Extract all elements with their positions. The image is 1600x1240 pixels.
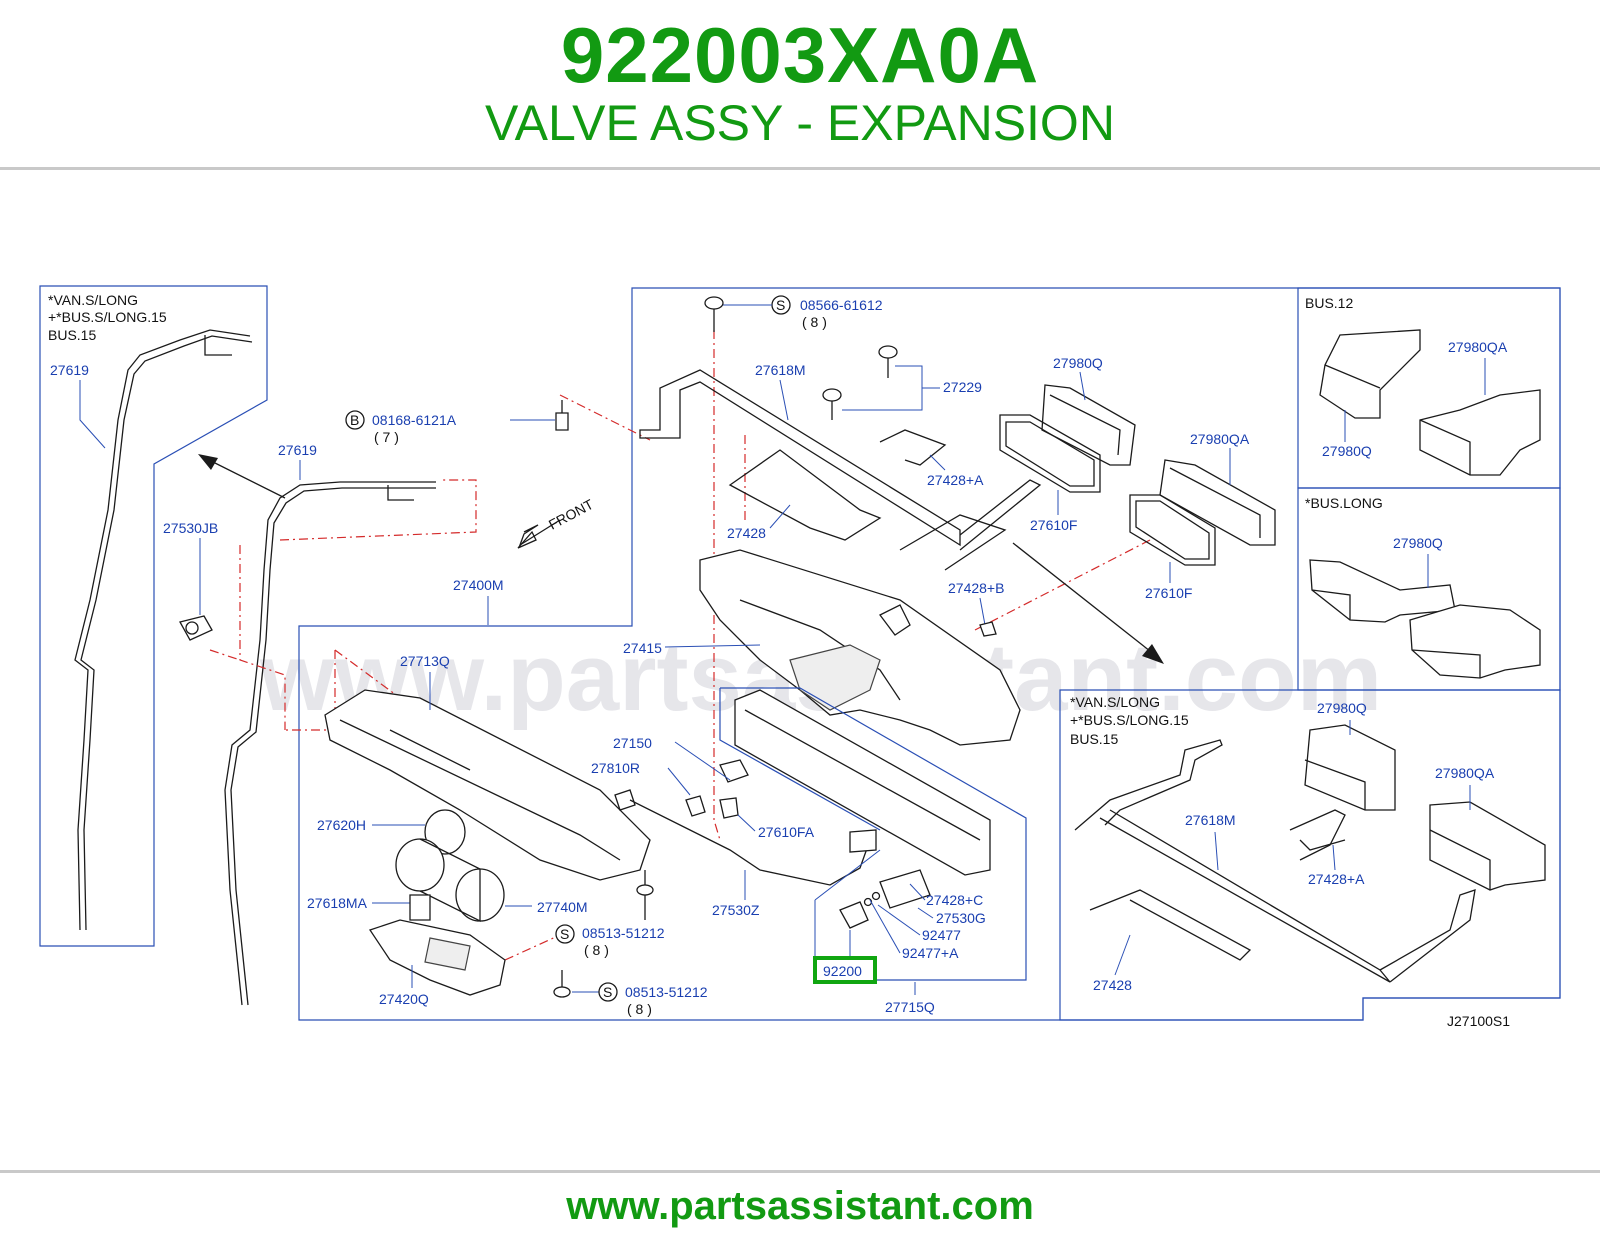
- footer-divider: [0, 1170, 1600, 1173]
- s-symbol-mid: S: [560, 926, 569, 942]
- left-note-line2: +*BUS.S/LONG.15: [48, 309, 167, 325]
- qty-08513-51212-b: ( 8 ): [627, 1001, 652, 1017]
- diagram-code: J27100S1: [1447, 1013, 1510, 1029]
- right-callout-27980Q[interactable]: 27980Q: [1317, 700, 1367, 716]
- callout-27150[interactable]: 27150: [613, 735, 652, 751]
- bus-long-note: *BUS.LONG: [1305, 495, 1383, 511]
- right-callout-27428[interactable]: 27428: [1093, 977, 1132, 993]
- callout-27415[interactable]: 27415: [623, 640, 662, 656]
- callout-92477+A[interactable]: 92477+A: [902, 945, 959, 961]
- callout-27980Q-top[interactable]: 27980Q: [1053, 355, 1103, 371]
- callout-27229[interactable]: 27229: [943, 379, 982, 395]
- callout-27428[interactable]: 27428: [727, 525, 766, 541]
- callout-27980QA-top[interactable]: 27980QA: [1190, 431, 1250, 447]
- callout-92477[interactable]: 92477: [922, 927, 961, 943]
- header-divider: [0, 167, 1600, 170]
- b-symbol-letter: B: [350, 412, 359, 428]
- qty-08566-61612: ( 8 ): [802, 314, 827, 330]
- callout-27713Q[interactable]: 27713Q: [400, 653, 450, 669]
- right-note-line1: *VAN.S/LONG: [1070, 694, 1160, 710]
- callout-08513-51212-b[interactable]: 08513-51212: [625, 984, 708, 1000]
- highlighted-part-box[interactable]: [813, 956, 877, 984]
- s-symbol-low: S: [603, 984, 612, 1000]
- callout-27428+A[interactable]: 27428+A: [927, 472, 984, 488]
- callout-27618MA[interactable]: 27618MA: [307, 895, 368, 911]
- callout-27740M[interactable]: 27740M: [537, 899, 588, 915]
- right-callout-27618M[interactable]: 27618M: [1185, 812, 1236, 828]
- callout-27810R[interactable]: 27810R: [591, 760, 640, 776]
- right-lower-inset: *VAN.S/LONG +*BUS.S/LONG.15 BUS.15 27980…: [1059, 689, 1561, 1021]
- bus12-inset: BUS.12 27980QA 27980Q: [1297, 287, 1561, 489]
- callout-27420Q[interactable]: 27420Q: [379, 991, 429, 1007]
- front-direction-label: FRONT: [546, 496, 596, 533]
- callout-08168-6121A[interactable]: 08168-6121A: [372, 412, 457, 428]
- right-callout-27428+A[interactable]: 27428+A: [1308, 871, 1365, 887]
- callout-08513-51212-a[interactable]: 08513-51212: [582, 925, 665, 941]
- callout-27428+B[interactable]: 27428+B: [948, 580, 1004, 596]
- callout-27618M[interactable]: 27618M: [755, 362, 806, 378]
- footer-url-link[interactable]: www.partsassistant.com: [566, 1184, 1034, 1228]
- callout-27428+C[interactable]: 27428+C: [926, 892, 983, 908]
- qty-08168-6121A: ( 7 ): [374, 429, 399, 445]
- s-symbol-top: S: [776, 297, 785, 313]
- bus-long-callout-27980Q[interactable]: 27980Q: [1393, 535, 1443, 551]
- b-symbol: [345, 410, 365, 430]
- bus-long-inset: *BUS.LONG 27980Q: [1297, 487, 1561, 691]
- callout-27610F-lower[interactable]: 27610F: [1145, 585, 1192, 601]
- right-note-line3: BUS.15: [1070, 731, 1118, 747]
- callout-27530G[interactable]: 27530G: [936, 910, 986, 926]
- left-note-line1: *VAN.S/LONG: [48, 292, 138, 308]
- callout-92200-highlight[interactable]: 92200: [823, 963, 862, 979]
- callout-27530JB[interactable]: 27530JB: [163, 520, 218, 536]
- callout-08566-61612[interactable]: 08566-61612: [800, 297, 883, 313]
- part-name-subtitle: VALVE ASSY - EXPANSION: [485, 95, 1115, 151]
- page-header: 922003XA0A VALVE ASSY - EXPANSION: [0, 0, 1600, 170]
- right-note-line2: +*BUS.S/LONG.15: [1070, 712, 1189, 728]
- left-note-line3: BUS.15: [48, 327, 96, 343]
- left-inset-panel: *VAN.S/LONG +*BUS.S/LONG.15 BUS.15 27619: [39, 285, 268, 947]
- bus12-note: BUS.12: [1305, 295, 1353, 311]
- bus12-callout-27980QA[interactable]: 27980QA: [1448, 339, 1508, 355]
- callout-27619-main[interactable]: 27619: [278, 442, 317, 458]
- callout-27530Z[interactable]: 27530Z: [712, 902, 760, 918]
- callout-27610FA[interactable]: 27610FA: [758, 824, 815, 840]
- right-callout-27980QA[interactable]: 27980QA: [1435, 765, 1495, 781]
- callout-27715Q[interactable]: 27715Q: [885, 999, 935, 1015]
- parts-diagram: www.partsassistant.com *VAN.S/LONG +*BUS…: [39, 285, 1561, 1029]
- part-number-title: 922003XA0A: [560, 11, 1040, 99]
- callout-27400M[interactable]: 27400M: [453, 577, 504, 593]
- qty-08513-51212-a: ( 8 ): [584, 942, 609, 958]
- callout-27619-left[interactable]: 27619: [50, 362, 89, 378]
- main-assembly: FRONT 27619 27530JB B 08168-6121A ( 7 ): [163, 287, 1561, 1021]
- callout-27610F-top[interactable]: 27610F: [1030, 517, 1077, 533]
- bus12-callout-27980Q[interactable]: 27980Q: [1322, 443, 1372, 459]
- callout-27620H[interactable]: 27620H: [317, 817, 366, 833]
